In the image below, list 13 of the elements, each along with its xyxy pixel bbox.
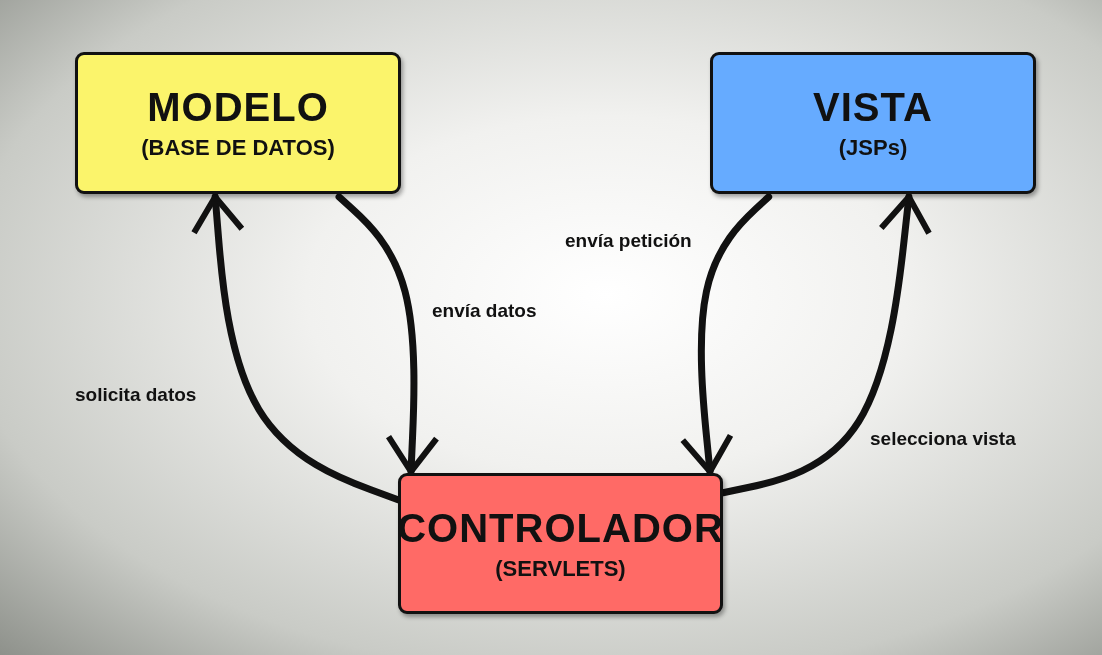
component-box: [75, 52, 401, 194]
edge-label: solicita datos: [75, 384, 197, 406]
component-box: [710, 52, 1036, 194]
edge-label: envía petición: [565, 230, 692, 252]
component-title: VISTA: [813, 85, 933, 129]
component-subtitle: (BASE DE DATOS): [141, 135, 335, 161]
component-subtitle: (JSPs): [838, 135, 908, 161]
edge-label: envía datos: [432, 300, 537, 322]
component-box: [398, 473, 723, 614]
edge-label: selecciona vista: [870, 428, 1016, 450]
component-title: CONTROLADOR: [397, 505, 724, 550]
component-subtitle: (SERVLETS): [495, 555, 626, 582]
component-title: MODELO: [147, 85, 329, 129]
